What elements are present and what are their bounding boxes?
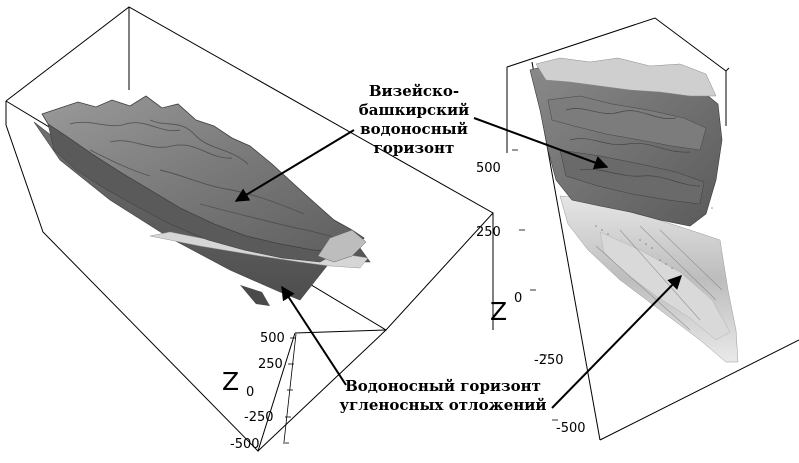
left-z-axis: 500 250 0 -250 -500 Z — [222, 331, 296, 452]
right-tick-500: 500 — [476, 161, 501, 176]
coal-aquifer-annotation: Водоносный горизонт угленосных отложений — [326, 377, 560, 415]
vizey-bashkir-annotation: Визейско- башкирский водоносный горизонт — [352, 82, 476, 158]
right-tick-minus500: -500 — [556, 421, 586, 436]
vizey-bashkir-line-4: горизонт — [352, 139, 476, 158]
coal-aquifer-line-1: Водоносный горизонт — [326, 377, 560, 396]
arrow-to-right-coal — [552, 276, 681, 408]
right-z-axis-label: Z — [490, 297, 507, 326]
right-tick-minus250: -250 — [534, 353, 564, 368]
left-z-axis-label: Z — [222, 367, 239, 396]
vizey-bashkir-line-1: Визейско- — [352, 82, 476, 101]
vizey-bashkir-line-2: башкирский — [352, 101, 476, 120]
vizey-bashkir-line-3: водоносный — [352, 120, 476, 139]
right-tick-250: 250 — [476, 225, 501, 240]
coal-aquifer-line-2: угленосных отложений — [326, 396, 560, 415]
left-tick-minus500: -500 — [230, 437, 260, 452]
left-tick-500: 500 — [260, 331, 285, 346]
right-tick-0: 0 — [514, 291, 522, 306]
left-tick-250: 250 — [258, 357, 283, 372]
left-tick-0: 0 — [246, 385, 254, 400]
left-tick-minus250: -250 — [244, 410, 274, 425]
